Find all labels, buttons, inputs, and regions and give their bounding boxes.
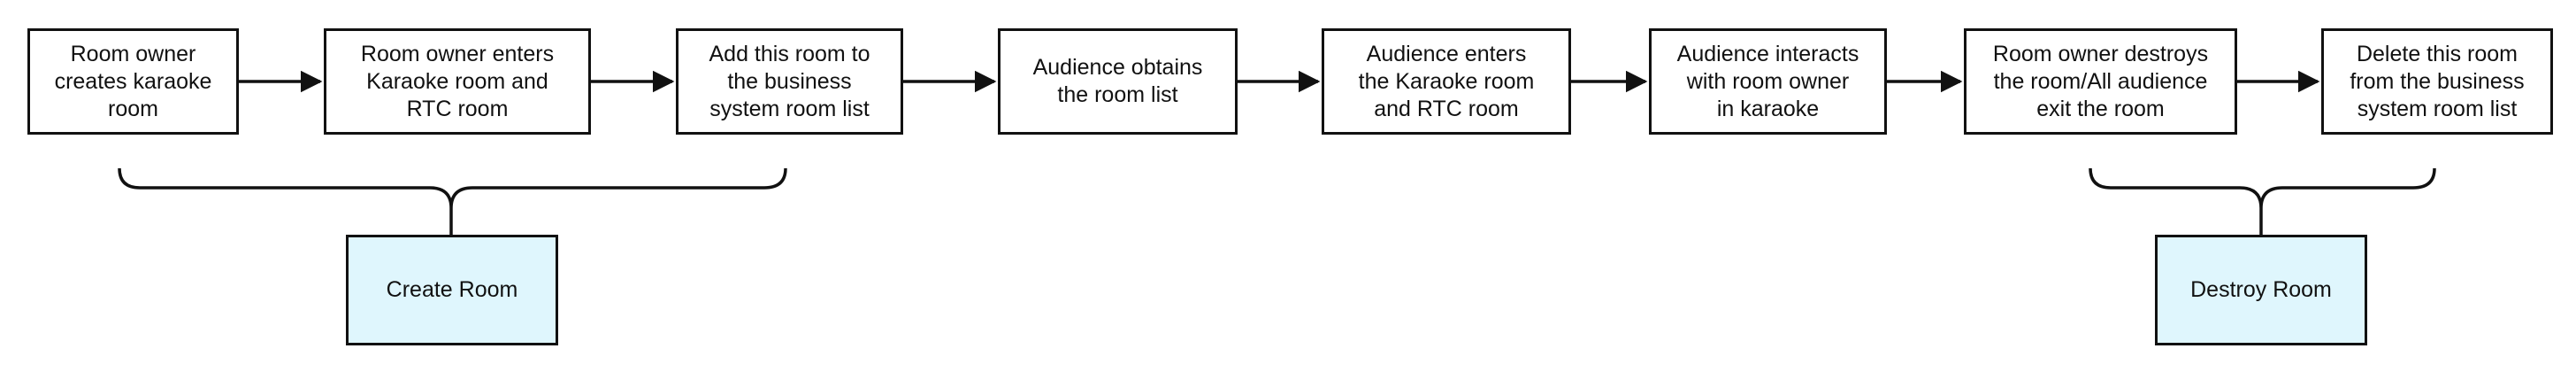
group-destroy-room: Destroy Room [2155, 235, 2367, 345]
step-audience-interacts: Audience interacts with room owner in ka… [1649, 28, 1887, 135]
group-create-room: Create Room [346, 235, 558, 345]
step-delete-from-room-list: Delete this room from the business syste… [2321, 28, 2553, 135]
step-label: Audience enters the Karaoke room and RTC… [1358, 41, 1535, 121]
step-label: Room owner creates karaoke room [54, 41, 212, 121]
step-owner-destroys-room: Room owner destroys the room/All audienc… [1964, 28, 2237, 135]
create-room-brace [118, 167, 787, 209]
step-label: Audience obtains the room list [1032, 55, 1203, 107]
step-audience-enters-rooms: Audience enters the Karaoke room and RTC… [1322, 28, 1571, 135]
step-audience-obtains-list: Audience obtains the room list [998, 28, 1238, 135]
step-owner-enters-rooms: Room owner enters Karaoke room and RTC r… [324, 28, 591, 135]
group-label: Create Room [386, 277, 518, 302]
step-label: Room owner destroys the room/All audienc… [1992, 41, 2209, 121]
step-label: Add this room to the business system roo… [709, 41, 870, 121]
step-label: Audience interacts with room owner in ka… [1676, 41, 1859, 121]
destroy-room-brace [2089, 167, 2436, 209]
group-label: Destroy Room [2190, 277, 2332, 302]
step-label: Delete this room from the business syste… [2350, 41, 2525, 121]
step-label: Room owner enters Karaoke room and RTC r… [360, 41, 555, 121]
step-add-to-room-list: Add this room to the business system roo… [676, 28, 903, 135]
step-create-karaoke-room: Room owner creates karaoke room [27, 28, 239, 135]
